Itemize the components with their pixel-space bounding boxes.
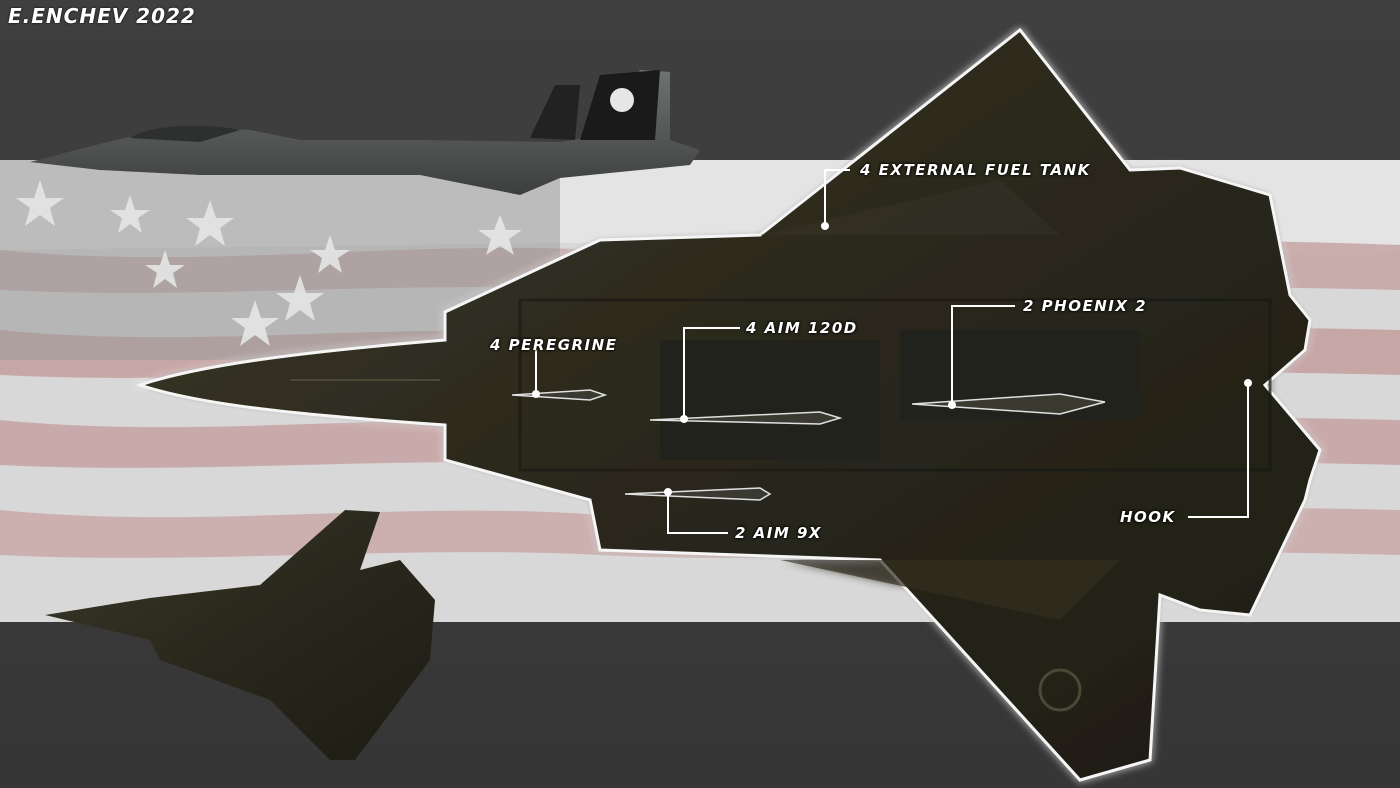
callout-phoenix: 2 PHOENIX 2 [1023, 297, 1148, 315]
callout-aim120d: 4 AIM 120D [746, 319, 858, 337]
callout-external-fuel-tank: 4 EXTERNAL FUEL TANK [860, 161, 1091, 179]
side-view-jet [30, 70, 700, 195]
phoenix-outline [911, 393, 1106, 415]
callout-aim9x: 2 AIM 9X [735, 524, 822, 542]
aim9-outline [624, 487, 772, 501]
small-planform-jet [45, 510, 435, 760]
weapon-outlines [511, 389, 1106, 501]
callout-dots [532, 222, 1252, 496]
main-planform-jet [135, 27, 1322, 782]
callout-leaders [535, 169, 1249, 534]
peregrine-outline [511, 389, 608, 401]
aim120-outline [649, 411, 843, 425]
artist-credit: E.ENCHEV 2022 [8, 4, 196, 28]
callout-hook: HOOK [1120, 508, 1176, 526]
callout-peregrine: 4 PEREGRINE [490, 336, 618, 354]
